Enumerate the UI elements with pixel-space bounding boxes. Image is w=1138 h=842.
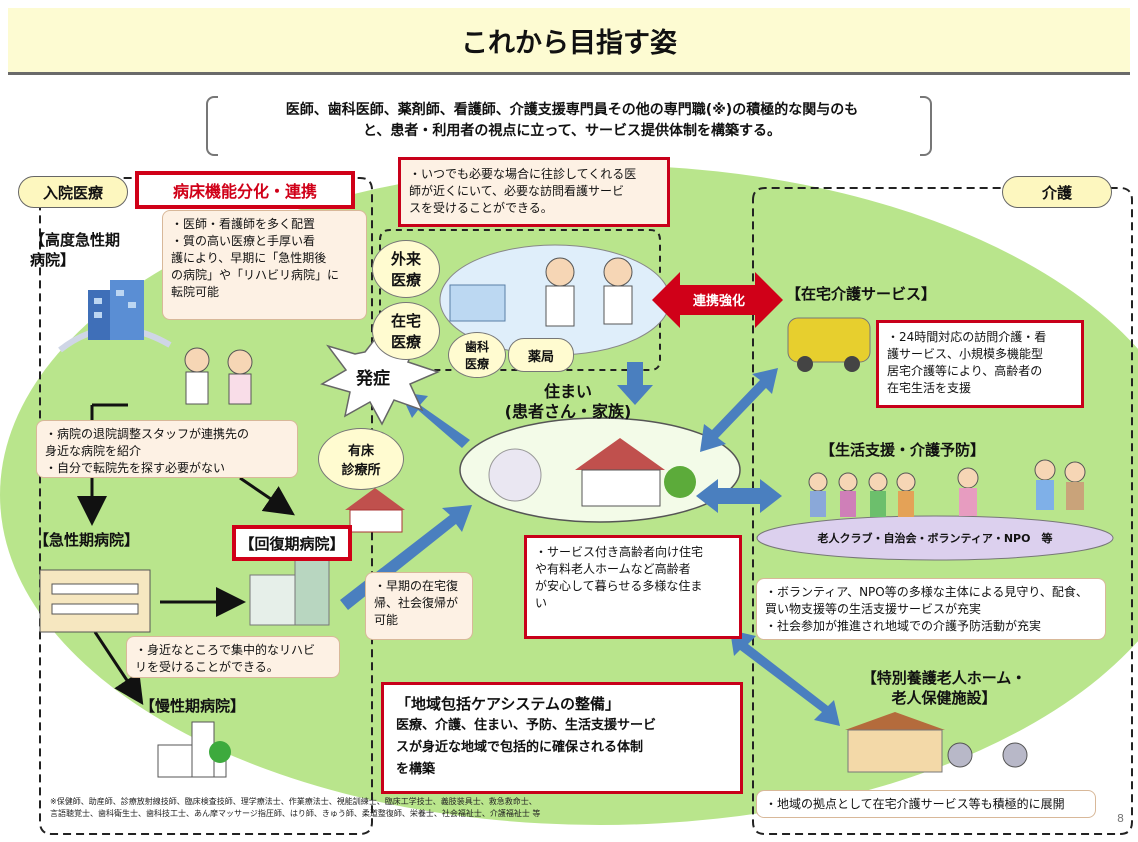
intro-line-1: 医師、歯科医師、薬剤師、看護師、介護支援専門員その他の専門職(※)の積極的な関与… [285, 102, 859, 118]
page-title: これから目指す姿 [8, 8, 1130, 75]
care-van-icon [787, 317, 871, 372]
housing-label: 住まい (患者さん・家族) [504, 382, 632, 421]
hospital-recovery-icon [249, 559, 330, 626]
care-dashed-frame [752, 187, 1133, 835]
home-medical-circle: 在宅 医療 [372, 302, 440, 360]
flow-arrow-to-chronic [93, 631, 144, 706]
doctor-nurse-icon [184, 347, 253, 405]
life-support-heading: 【生活支援・介護予防】 [820, 441, 986, 459]
care-category-pill: 介護 [1002, 176, 1112, 208]
clubs-label: 老人クラブ・自治会・ボランティア・NPO 等 [817, 532, 1053, 545]
home-visit-note: ・いつでも必要な場合に往診してくれる医 師が近くにいて、必要な訪問看護サービ ス… [398, 157, 670, 227]
inpatient-category-label: 入院医療 [42, 183, 103, 202]
housing-note: ・サービス付き高齢者向け住宅 や有料老人ホームなど高齢者 が安心して暮らせる多様… [524, 535, 742, 639]
recovery-hospital-label: 【回復期病院】 [239, 534, 345, 553]
page-number: 8 [1117, 812, 1124, 825]
intro-bracket-right [920, 96, 932, 156]
home-house-icon [488, 438, 696, 507]
intro-line-2: と、患者・利用者の視点に立って、サービス提供体制を構築する。 [362, 123, 782, 139]
home-care-heading: 【在宅介護サービス】 [786, 285, 937, 303]
care-category-label: 介護 [1041, 183, 1072, 202]
rehab-note: ・身近なところで集中的なリハビ リを受けることができる。 [126, 636, 340, 678]
inpatient-category-pill: 入院医療 [18, 176, 128, 208]
arrow-home-support [696, 479, 782, 513]
clinic-house-icon [345, 488, 405, 533]
pharmacy-pill: 薬局 [508, 338, 574, 372]
page-title-text: これから目指す姿 [461, 27, 677, 59]
nursing-facility-heading: 【特別養護老人ホーム・ 老人保健施設】 [861, 669, 1027, 707]
footnote-line-1: ※保健師、助産師、診療放射線技師、臨床検査技師、理学療法士、作業療法士、視能訓練… [50, 797, 537, 806]
footnote-line-2: 言語聴覚士、歯科衛生士、歯科技工士、あん摩マッサージ指圧師、はり師、きゅう師、柔… [50, 809, 541, 818]
intro-text: 医師、歯科医師、薬剤師、看護師、介護支援専門員その他の専門職(※)の積極的な関与… [222, 100, 922, 142]
system-title: 「地域包括ケアシステムの整備」 [396, 695, 620, 713]
onset-label: 発症 [356, 369, 390, 389]
acute-hospital-heading: 【急性期病院】 [34, 531, 140, 549]
doctor-scene-icon [449, 257, 633, 327]
dental-circle: 歯科 医療 [448, 332, 506, 378]
return-home-note: ・早期の在宅復 帰、社会復帰が 可能 [365, 572, 473, 640]
care-facility-icon [845, 712, 1028, 773]
high-acute-note: ・医師・看護師を多く配置 ・質の高い医療と手厚い看 護により、早期に「急性期後 … [162, 210, 367, 320]
hospital-acute-icon [39, 569, 151, 633]
hospital-chronic-icon [157, 721, 231, 778]
arrow-home-facility [730, 630, 840, 726]
intro-bracket-left [206, 96, 218, 156]
link-double-arrow [652, 272, 783, 328]
discharge-coordination-note: ・病院の退院調整スタッフが連携先の 身近な病院を紹介 ・自分で転院先を探す必要が… [36, 420, 298, 478]
hospital-highacute-icon [58, 280, 172, 353]
footnote: ※保健師、助産師、診療放射線技師、臨床検査技師、理学療法士、作業療法士、視能訓練… [50, 796, 740, 820]
link-strengthen-label: 連携強化 [692, 294, 745, 309]
arrow-home-care [700, 368, 778, 452]
arrow-medical-to-home [617, 362, 653, 405]
bed-function-tag-label: 病床機能分化・連携 [172, 182, 317, 201]
outpatient-circle: 外来 医療 [372, 240, 440, 298]
high-acute-hospital-heading: 【高度急性期 病院】 [30, 231, 121, 269]
bed-function-tag: 病床機能分化・連携 [135, 171, 355, 209]
club-ellipse [756, 515, 1114, 561]
facility-note: ・地域の拠点として在宅介護サービス等も積極的に展開 [756, 790, 1096, 818]
home-care-note: ・24時間対応の訪問介護・看 護サービス、小規模多機能型 居宅介護等により、高齢… [876, 320, 1084, 408]
system-body: 医療、介護、住まい、予防、生活支援サービ スが身近な地域で包括的に確保される体制… [396, 718, 657, 777]
community-care-system-box: 「地域包括ケアシステムの整備」 医療、介護、住まい、予防、生活支援サービ スが身… [381, 682, 743, 794]
chronic-hospital-heading: 【慢性期病院】 [140, 697, 246, 715]
seniors-group-icon [808, 459, 1086, 517]
life-support-note: ・ボランティア、NPO等の多様な主体による見守り、配食、 買い物支援等の生活支援… [756, 578, 1106, 640]
flow-arrow-to-recovery [239, 476, 295, 516]
clinic-circle: 有床 診療所 [318, 428, 404, 490]
recovery-hospital-tag: 【回復期病院】 [232, 525, 352, 561]
